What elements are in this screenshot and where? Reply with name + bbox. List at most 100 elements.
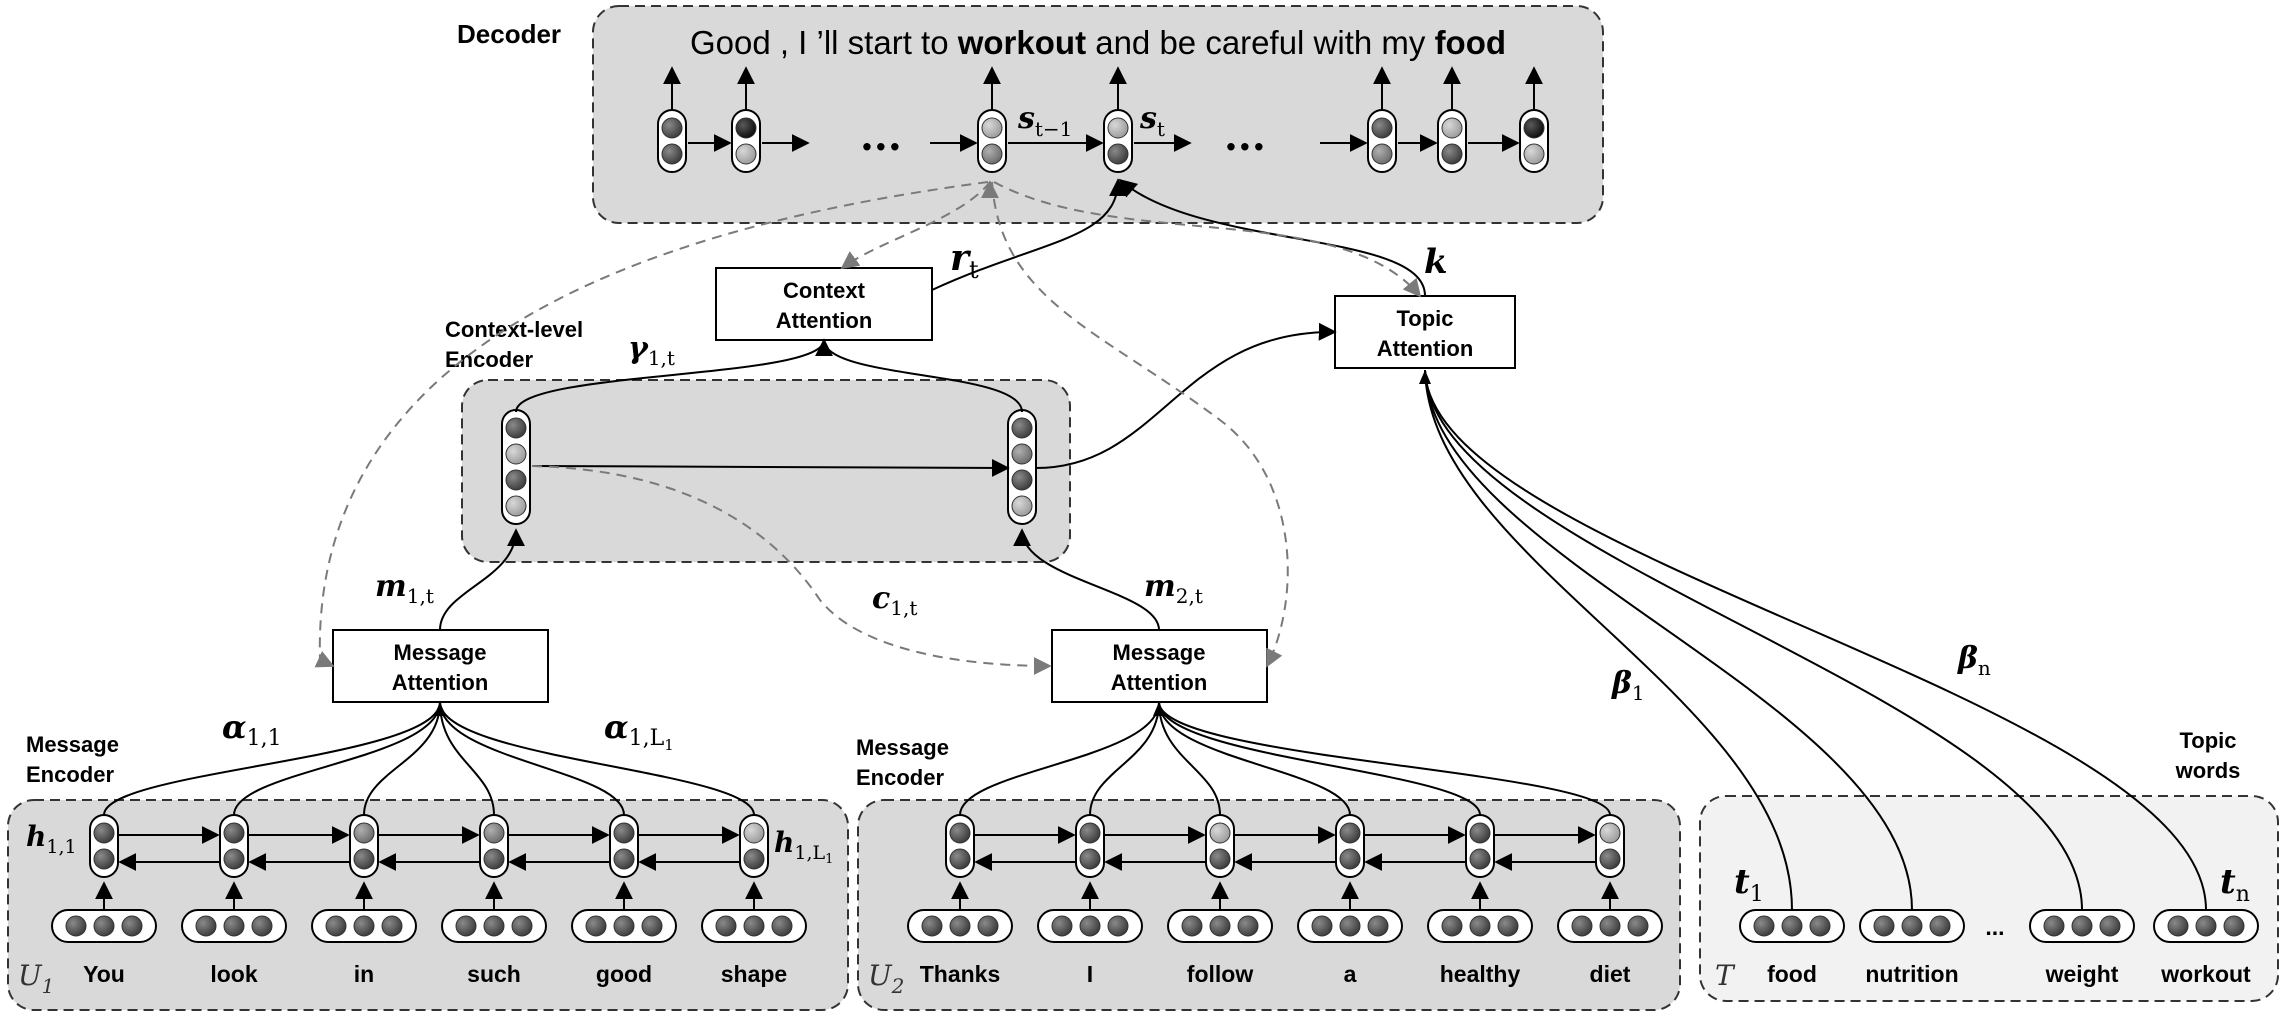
context-encoder-label-line1: Context-level bbox=[445, 317, 583, 342]
betan-subscript: n bbox=[1978, 656, 1991, 680]
topic-words-panel bbox=[1699, 795, 2279, 1002]
enc1-cell-2 bbox=[219, 814, 249, 878]
enc1-attention-wire-6 bbox=[439, 701, 755, 816]
u1-symbol: U bbox=[18, 959, 43, 992]
enc2-embedding-6 bbox=[1557, 909, 1663, 943]
context-encoder-label-line2: Encoder bbox=[445, 347, 533, 372]
topic-embedding-4 bbox=[2029, 909, 2135, 943]
topic-attention-line1: Topic bbox=[1396, 306, 1453, 331]
enc1-embedding-3 bbox=[311, 909, 417, 943]
enc1-attention-wire-5 bbox=[439, 701, 625, 816]
enc1-attention-wire-4 bbox=[439, 701, 495, 816]
alpha11-symbol: α bbox=[222, 708, 247, 746]
m1-label: m1,t bbox=[375, 569, 434, 608]
gamma-curve-left bbox=[515, 338, 833, 413]
enc1-cell-3 bbox=[349, 814, 379, 878]
alpha11-subscript: 1,1 bbox=[247, 726, 282, 751]
enc2-cell-3 bbox=[1205, 814, 1235, 878]
decoder-ellipsis-left: ... bbox=[860, 113, 902, 160]
alpha11-label: α1,1 bbox=[222, 708, 282, 751]
message-encoder-2-label-line1: Message bbox=[856, 735, 949, 760]
dashed-decoder-to-msgatt1 bbox=[314, 181, 989, 668]
decoder-cell-1 bbox=[657, 109, 687, 173]
dashed-decoder-to-msgatt2 bbox=[991, 181, 1289, 668]
gamma-label: γ1,t bbox=[628, 331, 675, 370]
betan-label: βn bbox=[1957, 641, 1991, 680]
t1-symbol: t bbox=[1734, 862, 1750, 902]
message-attention-2-line1: Message bbox=[1113, 640, 1206, 665]
topic-word-2: nutrition bbox=[1865, 961, 1958, 987]
enc1-word-2: look bbox=[210, 961, 257, 987]
h1L-subscript: 1,L bbox=[794, 842, 825, 864]
h1L-symbol: h bbox=[774, 826, 794, 859]
topic-word-1: food bbox=[1767, 961, 1817, 987]
enc2-word-6: diet bbox=[1590, 961, 1631, 987]
enc2-attention-wire-4 bbox=[1158, 701, 1351, 816]
topic-embedding-1 bbox=[1739, 909, 1845, 943]
r-symbol: r bbox=[950, 237, 972, 279]
dashed-context-to-msgatt2 bbox=[531, 465, 1052, 675]
enc2-word-5: healthy bbox=[1440, 961, 1521, 987]
u1-subscript: 1 bbox=[42, 974, 55, 998]
enc1-embedding-1 bbox=[51, 909, 157, 943]
tn-subscript: n bbox=[2236, 882, 2250, 907]
r-subscript: t bbox=[969, 256, 979, 284]
sentence-part-4: food bbox=[1435, 24, 1506, 61]
topic-ellipsis: ... bbox=[1985, 914, 2004, 940]
enc2-cell-1 bbox=[945, 814, 975, 878]
m2-symbol: m bbox=[1144, 569, 1176, 604]
enc1-attention-wire-3 bbox=[363, 701, 441, 816]
decoder-ellipsis-right: ... bbox=[1224, 113, 1266, 160]
topic-word-5: workout bbox=[2160, 961, 2251, 987]
enc2-attention-wire-3 bbox=[1158, 701, 1221, 816]
sentence-part-2: workout bbox=[957, 24, 1086, 61]
state-cur-subscript: t bbox=[1157, 117, 1165, 141]
topic-attention-wire-5 bbox=[1424, 369, 2207, 911]
enc1-word-6: shape bbox=[721, 961, 787, 987]
enc2-embedding-2 bbox=[1037, 909, 1143, 943]
enc1-word-3: in bbox=[354, 961, 374, 987]
context-cells bbox=[501, 409, 1037, 525]
betan-symbol: β bbox=[1957, 641, 1978, 676]
topic-attention-box: Topic Attention bbox=[1334, 295, 1516, 369]
m2-subscript: 2,t bbox=[1176, 584, 1203, 608]
decoder-cell-5 bbox=[1367, 109, 1397, 173]
topic-attention-wire-2 bbox=[1424, 369, 1913, 911]
enc1-embedding-2 bbox=[181, 909, 287, 943]
gamma-curve-right bbox=[823, 339, 1023, 413]
dashed-decoder-to-topicatt bbox=[993, 181, 1422, 298]
dashed-connections bbox=[314, 180, 1422, 675]
enc2-embedding-3 bbox=[1167, 909, 1273, 943]
m2-label: m2,t bbox=[1144, 569, 1203, 608]
context-encoder-panel bbox=[461, 379, 1071, 563]
enc1-word-1: You bbox=[83, 961, 125, 987]
context-cell-2 bbox=[1007, 409, 1037, 525]
h1L-label: h1,L1 bbox=[774, 826, 833, 867]
topic-attention-arrowhead bbox=[1419, 370, 1431, 384]
enc2-embedding-1 bbox=[907, 909, 1013, 943]
r-t-label: rt bbox=[950, 237, 979, 284]
context-cell-1 bbox=[501, 409, 531, 525]
k-label: k bbox=[1424, 242, 1448, 282]
h11-subscript: 1,1 bbox=[46, 836, 76, 858]
tn-label: tn bbox=[2220, 862, 2250, 907]
enc2-word-2: I bbox=[1087, 961, 1093, 987]
decoder-cell-4 bbox=[1103, 109, 1133, 173]
message-attention-2-line2: Attention bbox=[1111, 670, 1208, 695]
m1-arrow bbox=[439, 528, 525, 631]
context-to-topic-arrow bbox=[1035, 322, 1337, 469]
alpha1L-symbol: α bbox=[604, 708, 629, 746]
message-encoder-2-label-line2: Encoder bbox=[856, 765, 944, 790]
enc2-attention-wire-1 bbox=[959, 701, 1160, 816]
enc1-embedding-4 bbox=[441, 909, 547, 943]
state-prev-label: st−1 bbox=[1017, 101, 1072, 141]
context-attention-line1: Context bbox=[783, 278, 866, 303]
decoder-cells bbox=[657, 66, 1549, 173]
h11-label: h1,1 bbox=[26, 820, 77, 858]
message-attention-1-line2: Attention bbox=[392, 670, 489, 695]
enc2-embedding-5 bbox=[1427, 909, 1533, 943]
decoder-cell-3 bbox=[977, 109, 1007, 173]
alpha1L-subscript: 1,L bbox=[629, 726, 665, 751]
